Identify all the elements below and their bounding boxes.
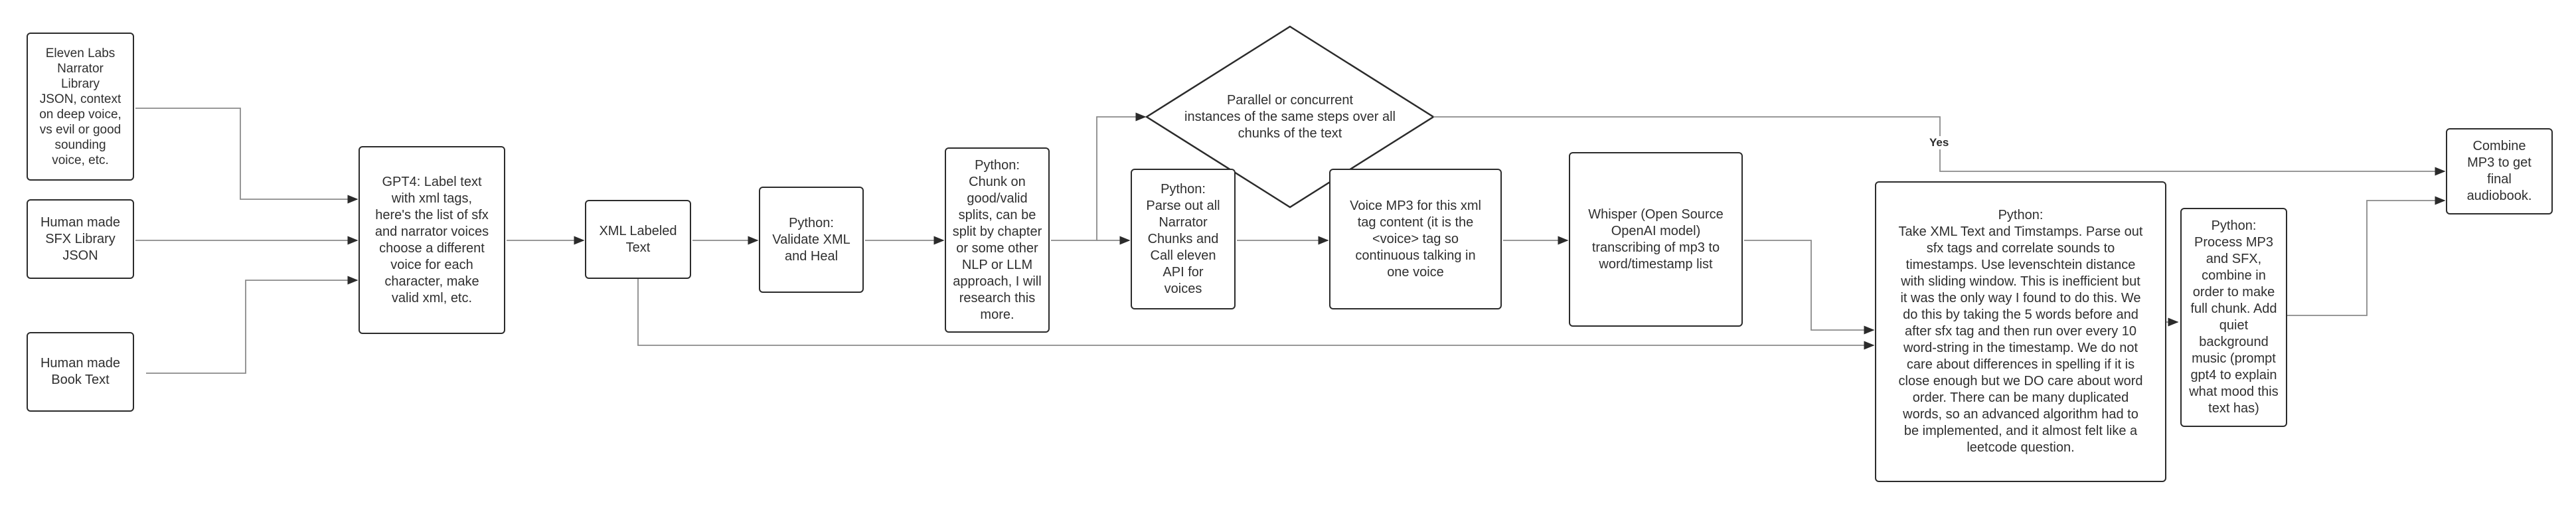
- edge-process-to-combine: [2287, 196, 2446, 316]
- eleven-labs-library-node: Eleven Labs Narrator Library JSON, conte…: [27, 33, 134, 181]
- whisper-node: Whisper (Open Source OpenAI model) trans…: [1569, 152, 1743, 327]
- edge-book-to-gpt4: [146, 276, 359, 374]
- edge-eleven-to-gpt4: [135, 108, 359, 204]
- xml-labeled-node: XML Labeled Text: [585, 200, 691, 279]
- parallel-diamond-label: Parallel or concurrent instances of the …: [1184, 92, 1396, 141]
- sfx-library-node: Human made SFX Library JSON: [27, 199, 134, 279]
- xml-timestamps-node: Python: Take XML Text and Timstamps. Par…: [1875, 181, 2166, 482]
- combine-mp3-node: Combine MP3 to get final audiobook.: [2446, 128, 2553, 214]
- yes-edge-label: Yes: [1929, 136, 1949, 149]
- process-mp3-node: Python: Process MP3 and SFX, combine in …: [2180, 208, 2287, 427]
- edge-chunk-to-diamond: [1051, 112, 1147, 241]
- parallel-diamond-shape: [1145, 25, 1435, 209]
- edge-whisper-to-xmlts: [1744, 240, 1875, 335]
- validate-xml-node: Python: Validate XML and Heal: [759, 187, 864, 293]
- parse-narrator-node: Python: Parse out all Narrator Chunks an…: [1131, 169, 1236, 309]
- voice-mp3-node: Voice MP3 for this xml tag content (it i…: [1329, 169, 1502, 309]
- book-text-node: Human made Book Text: [27, 332, 134, 412]
- gpt4-label-node: GPT4: Label text with xml tags, here's t…: [359, 146, 505, 334]
- edge-xml-to-xmlts: [637, 278, 1875, 350]
- chunk-node: Python: Chunk on good/valid splits, can …: [945, 147, 1050, 333]
